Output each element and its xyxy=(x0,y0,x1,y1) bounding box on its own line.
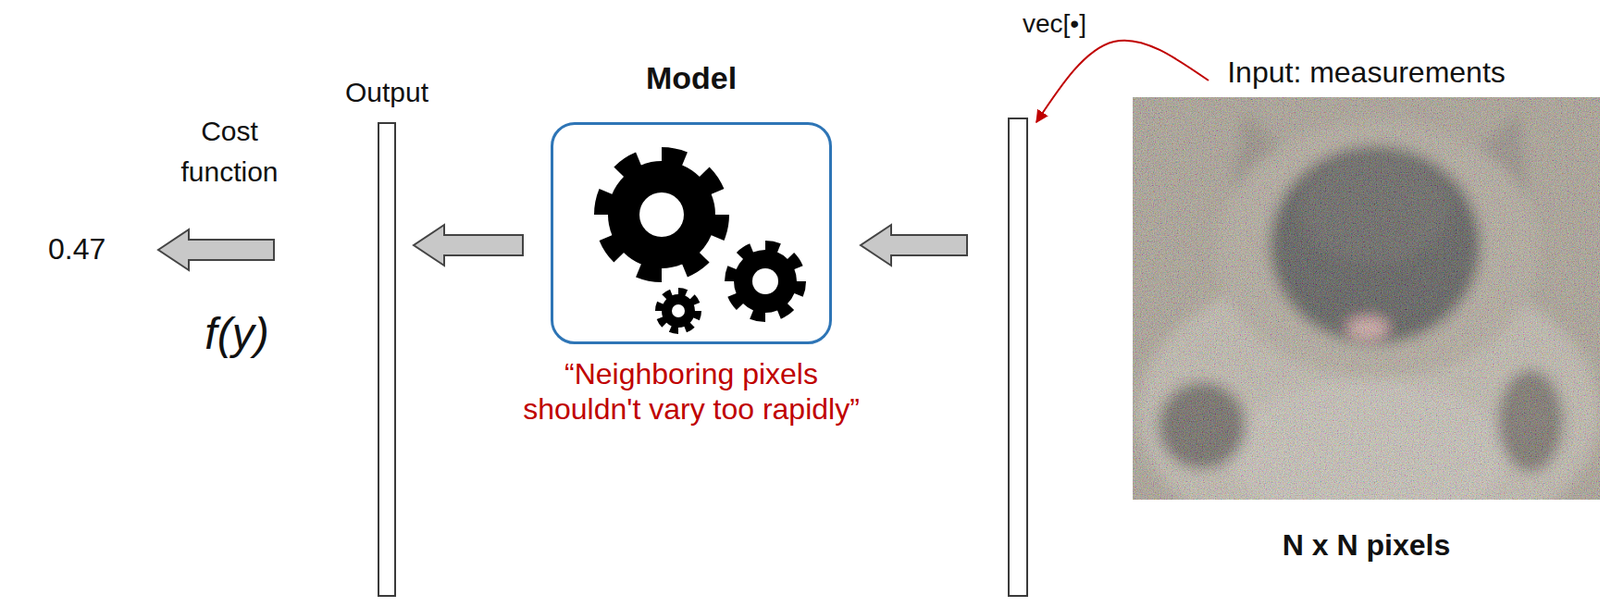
noisy-cat-photo-part xyxy=(1132,97,1600,500)
big-gear xyxy=(602,155,721,274)
small-gear xyxy=(658,291,698,331)
gears-icon xyxy=(550,122,832,345)
cost-value: 0.47 xyxy=(48,231,106,267)
output-vector: Output xyxy=(377,122,397,597)
medium-gear-part xyxy=(730,246,801,317)
small-gear-part xyxy=(671,304,685,318)
model-title: Model xyxy=(645,59,737,98)
flow-arrow xyxy=(413,224,523,266)
measurement-image: Input: measurementsN x N pixels xyxy=(1132,97,1600,500)
input-title: Input: measurements xyxy=(1227,54,1506,90)
big-gear-part xyxy=(639,192,684,237)
output-label: Output xyxy=(345,75,429,110)
vectorize-label: vec[•] xyxy=(1022,8,1087,40)
cost-formula: f(y) xyxy=(204,307,269,361)
input-vector: vec[•] xyxy=(1007,117,1029,597)
medium-gear xyxy=(730,246,801,317)
big-gear-part xyxy=(602,155,721,274)
flow-arrow xyxy=(860,224,968,266)
medium-gear-part xyxy=(752,268,779,295)
small-gear-part xyxy=(658,291,698,331)
model-box: Model“Neighboring pixels shouldn't vary … xyxy=(550,122,832,345)
noisy-cat-photo xyxy=(1132,97,1600,500)
cost-arrow xyxy=(158,229,274,271)
noisy-cat-photo-part xyxy=(1132,97,1600,500)
cost-function-label: Cost function xyxy=(168,111,291,192)
image-size: N x N pixels xyxy=(1282,527,1451,563)
model-assumption: “Neighboring pixels shouldn't vary too r… xyxy=(508,356,874,428)
